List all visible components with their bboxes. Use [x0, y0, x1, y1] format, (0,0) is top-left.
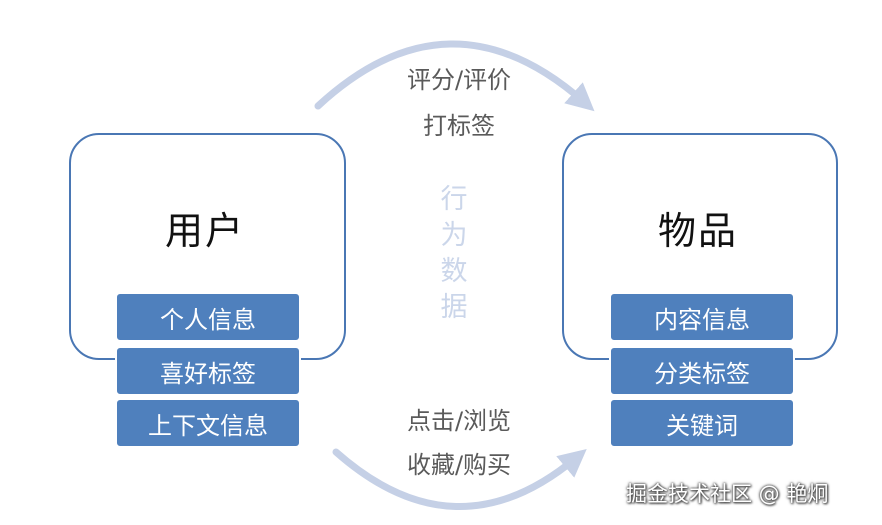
- item-tag-keywords: 关键词: [609, 398, 795, 448]
- behavior-data-char: 行: [440, 184, 468, 215]
- behavior-data-char: 据: [440, 292, 468, 323]
- bottom-arrow-label-1: 点击/浏览: [406, 407, 512, 435]
- user-tag-preference: 喜好标签: [115, 346, 301, 396]
- watermark: 掘金技术社区 @ 艳炯: [626, 482, 829, 506]
- bottom-arrow-label-2: 收藏/购买: [406, 451, 512, 479]
- item-tag-content-info: 内容信息: [609, 292, 795, 342]
- top-arrow-label-1: 评分/评价: [406, 66, 512, 94]
- behavior-data-char: 数: [440, 256, 468, 287]
- behavior-data-char: 为: [440, 220, 468, 251]
- top-arrow-label-2: 打标签: [423, 112, 495, 140]
- item-title: 物品: [657, 209, 738, 253]
- behavior-data-label: 行 为 数 据: [434, 182, 474, 326]
- top-arc-arrow: [314, 40, 595, 112]
- user-title: 用户: [164, 209, 245, 253]
- item-tag-category: 分类标签: [609, 346, 795, 396]
- bottom-arc-arrow: [332, 448, 587, 510]
- user-tag-context-info: 上下文信息: [115, 398, 301, 448]
- user-tag-personal-info: 个人信息: [115, 292, 301, 342]
